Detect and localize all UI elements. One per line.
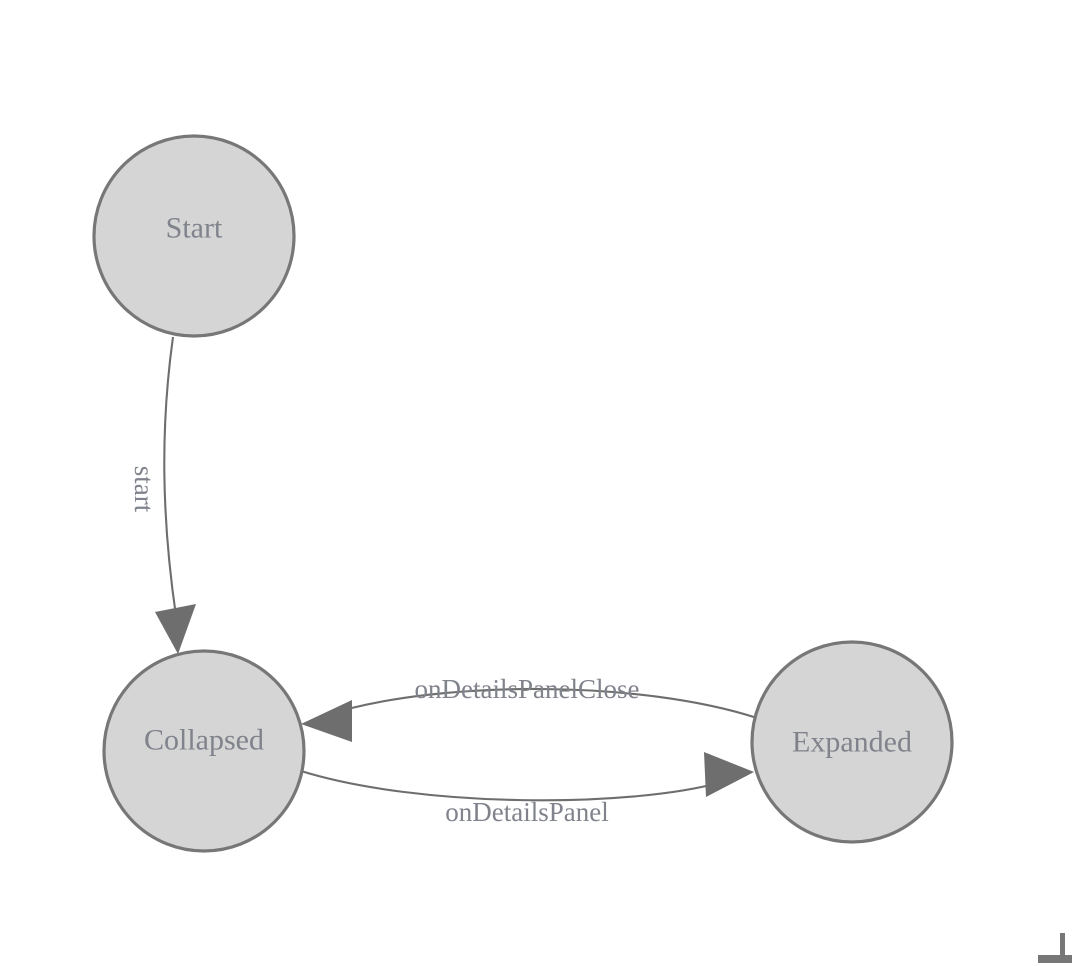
node-expanded-circle [750, 640, 954, 844]
node-start-circle [92, 134, 296, 338]
edge-path-start-to-collapsed [163, 336, 178, 617]
edge-label-start: start [129, 466, 159, 513]
corner-mark-vertical [1060, 933, 1065, 960]
arrow-head-into-collapsed-top [155, 604, 196, 654]
node-collapsed-label: Collapsed [144, 724, 264, 757]
corner-mark-horizontal [1038, 955, 1072, 963]
node-start[interactable]: Start [92, 134, 296, 338]
edge-path-collapsed-to-expanded [300, 769, 723, 802]
arrow-head-into-expanded [704, 752, 754, 797]
edge-collapsed-to-expanded[interactable] [300, 752, 754, 802]
node-collapsed[interactable]: Collapsed [102, 649, 306, 853]
arrow-head-into-collapsed-right [301, 700, 352, 742]
edge-label-on-details-panel: onDetailsPanel [445, 797, 608, 827]
node-start-label: Start [166, 212, 223, 245]
edge-path-expanded-to-collapsed [329, 687, 758, 719]
edge-expanded-to-collapsed[interactable] [301, 687, 758, 742]
corner-resize-mark[interactable] [1038, 933, 1072, 963]
edge-label-on-details-panel-close: onDetailsPanelClose [415, 674, 640, 704]
edge-start-to-collapsed[interactable] [155, 336, 196, 654]
node-expanded-label: Expanded [792, 726, 912, 759]
node-collapsed-circle [102, 649, 306, 853]
node-expanded[interactable]: Expanded [750, 640, 954, 844]
